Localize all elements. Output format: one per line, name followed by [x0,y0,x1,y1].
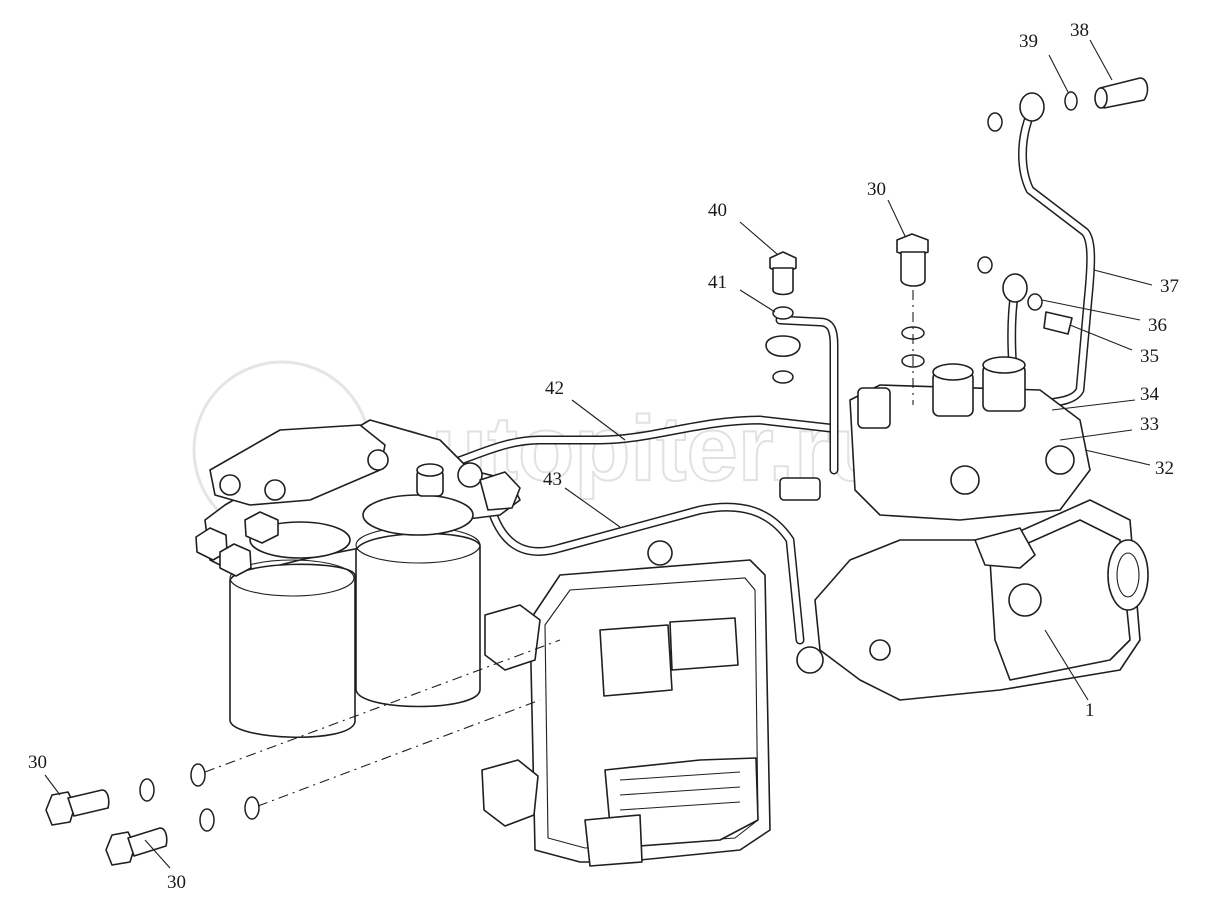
fuel-line-43 [485,500,805,645]
fuel-line-42 [425,315,839,475]
callout-32: 32 [1155,458,1174,479]
callout-42: 42 [545,378,564,399]
callout-38: 38 [1070,20,1089,41]
callout-39: 39 [1019,31,1038,52]
callout-30-top: 30 [867,179,886,200]
callout-41: 41 [708,272,727,293]
washer-36 [1027,293,1043,311]
fuel-line-37 [1007,103,1096,409]
banjo-bolt-40 [765,251,801,384]
callout-36: 36 [1148,315,1167,336]
banjo-eye-37-lower [1002,273,1028,303]
banjo-bolt-left-lower [105,796,260,866]
callout-35: 35 [1140,346,1159,367]
connector-pins [619,771,741,811]
callout-30-bottom: 30 [167,872,186,893]
banjo-bolt-38 [1094,77,1149,109]
banjo-bolt-left-upper [45,763,206,826]
callout-33: 33 [1140,414,1159,435]
callout-labels: 30 40 41 42 43 39 38 37 36 35 34 33 32 1… [28,20,1179,893]
leader-lines [44,39,1153,869]
banjo-bolt-top [896,233,929,405]
callout-40: 40 [708,200,727,221]
bolt-35 [1043,311,1073,335]
callout-43: 43 [543,469,562,490]
banjo-eye-37 [1019,92,1045,122]
washer-near-36 [977,256,993,274]
ecu-module [481,540,771,867]
fuel-filter-assembly [195,419,521,739]
washer-39-b [987,112,1003,132]
injection-pump [779,356,1149,701]
callout-30-left: 30 [28,752,47,773]
callout-37: 37 [1160,276,1179,297]
washer-39 [1064,91,1078,111]
callout-34: 34 [1140,384,1160,405]
callout-1: 1 [1085,700,1095,721]
